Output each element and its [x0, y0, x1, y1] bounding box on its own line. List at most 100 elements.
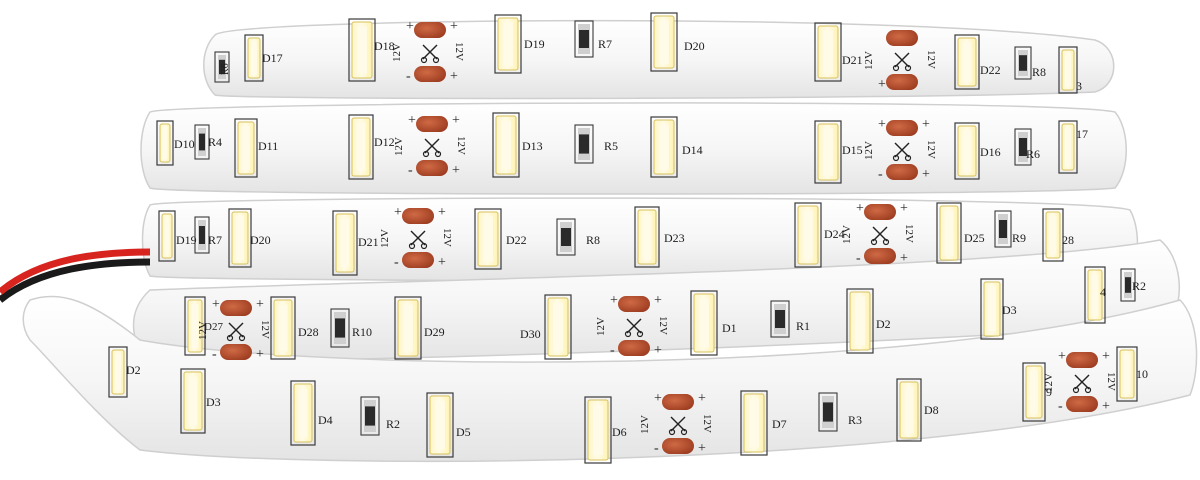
polarity-mark: +: [1058, 349, 1066, 364]
led-label: 10: [1136, 367, 1148, 381]
polarity-mark: +: [452, 113, 460, 128]
led-chip: D15: [814, 120, 863, 184]
led-label: D24: [824, 227, 845, 241]
led-label: D16: [980, 145, 1001, 159]
resistor-label: R4: [208, 135, 222, 149]
led-chip: D17: [244, 34, 283, 82]
led-chip: D22: [474, 208, 527, 270]
led-label: D27: [204, 321, 223, 333]
led-chip: D28: [270, 296, 319, 360]
led-label: D2: [876, 317, 891, 331]
led-label: D17: [262, 51, 283, 65]
polarity-mark: +: [438, 205, 446, 220]
voltage-label: 12V: [441, 228, 453, 247]
led-label: D13: [522, 139, 543, 153]
led-chip: 9: [1022, 362, 1052, 422]
polarity-mark: +: [256, 297, 264, 312]
polarity-mark: -: [856, 251, 861, 266]
resistor: R7: [574, 20, 612, 58]
led-label: D6: [612, 425, 627, 439]
led-chip: [184, 296, 206, 356]
led-label: D11: [258, 139, 278, 153]
polarity-mark: -: [878, 167, 883, 182]
led-chip: [544, 294, 572, 360]
led-chip: D19: [494, 14, 545, 74]
led-label: 28: [1062, 233, 1074, 247]
led-chip: D20: [650, 12, 705, 72]
led-label: D8: [924, 403, 939, 417]
led-chip: D25: [936, 202, 985, 264]
led-chip: D5: [426, 392, 471, 458]
resistor: R2: [1120, 268, 1146, 302]
led-label: D20: [684, 39, 705, 53]
resistor-label: R6: [220, 63, 231, 75]
led-label: D22: [980, 63, 1001, 77]
voltage-label: 12V: [1105, 372, 1117, 391]
polarity-mark: +: [1102, 349, 1110, 364]
voltage-label: 12V: [903, 224, 915, 243]
voltage-label: 12V: [197, 321, 209, 340]
led-chip: D20: [228, 208, 271, 268]
led-label: 17: [1076, 127, 1088, 141]
led-label: D1: [722, 321, 737, 335]
polarity-mark: -: [394, 255, 399, 270]
led-label: D19: [524, 37, 545, 51]
polarity-mark: +: [610, 293, 618, 308]
led-chip: [814, 22, 842, 82]
resistor: R8: [1014, 46, 1046, 80]
led-chip: D22: [954, 34, 1001, 90]
polarity-mark: -: [408, 163, 413, 178]
resistor-label: R2: [386, 417, 400, 431]
resistor-label: R10: [352, 325, 372, 339]
led-chip: D13: [492, 112, 543, 178]
led-label: D7: [772, 417, 787, 431]
voltage-label: 12V: [379, 229, 391, 248]
led-chip: D29: [394, 296, 445, 360]
led-label: D21: [358, 235, 379, 249]
resistor: R10: [330, 308, 372, 348]
led-label: D3: [206, 395, 221, 409]
led-label: D23: [664, 231, 685, 245]
voltage-label: 12V: [925, 140, 937, 159]
polarity-mark: -: [212, 347, 217, 362]
scissors-icon: [420, 44, 440, 64]
resistor: R5: [574, 124, 618, 164]
led-chip: D18: [348, 18, 395, 82]
led-chip: [584, 396, 612, 464]
resistor: R2: [360, 396, 400, 436]
resistor-label: R7: [208, 233, 222, 247]
led-chip: D7: [740, 390, 787, 456]
polarity-mark: +: [900, 201, 908, 216]
scissors-icon: [624, 318, 644, 338]
led-chip: D10: [156, 120, 195, 166]
resistor: R7: [194, 216, 222, 254]
polarity-mark: +: [698, 441, 706, 456]
led-chip: 10: [1116, 346, 1148, 402]
voltage-label: 12V: [393, 137, 405, 156]
resistor-label: R8: [1032, 65, 1046, 79]
voltage-label: 12V: [455, 136, 467, 155]
led-label: 4: [1100, 285, 1106, 299]
resistor: R3: [818, 392, 862, 432]
polarity-mark: +: [452, 163, 460, 178]
polarity-mark: +: [922, 167, 930, 182]
led-chip: 17: [1058, 120, 1088, 174]
scissors-icon: [422, 138, 442, 158]
led-label: D5: [456, 425, 471, 439]
polarity-mark: +: [256, 347, 264, 362]
led-label: D19: [176, 233, 197, 247]
voltage-label: 12V: [453, 42, 465, 61]
voltage-label: 12V: [391, 43, 403, 62]
led-label: 9: [1046, 385, 1052, 399]
led-chip: D24: [794, 202, 845, 268]
led-label: D3: [1002, 303, 1017, 317]
resistor-label: R3: [848, 413, 862, 427]
led-label: 3: [1076, 79, 1082, 93]
resistor: R6: [1014, 128, 1040, 166]
scissors-icon: [668, 416, 688, 436]
